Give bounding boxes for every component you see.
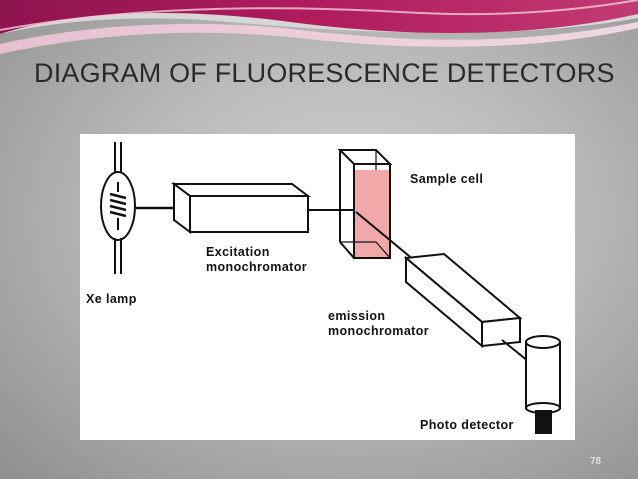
label-emission-line2: monochromator: [328, 324, 429, 338]
label-emission-line1: emission: [328, 309, 385, 323]
photo-detector-icon: [525, 335, 561, 434]
header-wave-banner: [0, 0, 638, 54]
page-number: 78: [590, 456, 602, 467]
fluorescence-detector-diagram: Xe lamp Excitation monochromator Sample …: [80, 134, 575, 440]
sample-cell: [337, 149, 393, 259]
xe-lamp-icon: [100, 142, 136, 274]
label-sample-cell: Sample cell: [410, 172, 483, 186]
slide-title: DIAGRAM OF FLUORESCENCE DETECTORS: [34, 58, 615, 88]
label-photo-detector: Photo detector: [420, 418, 514, 432]
label-excitation-line1: Excitation: [206, 245, 270, 259]
label-xe-lamp: Xe lamp: [86, 292, 137, 306]
emission-monochromator-box: [403, 252, 523, 349]
excitation-monochromator-box: [171, 182, 311, 234]
label-excitation-line2: monochromator: [206, 260, 307, 274]
